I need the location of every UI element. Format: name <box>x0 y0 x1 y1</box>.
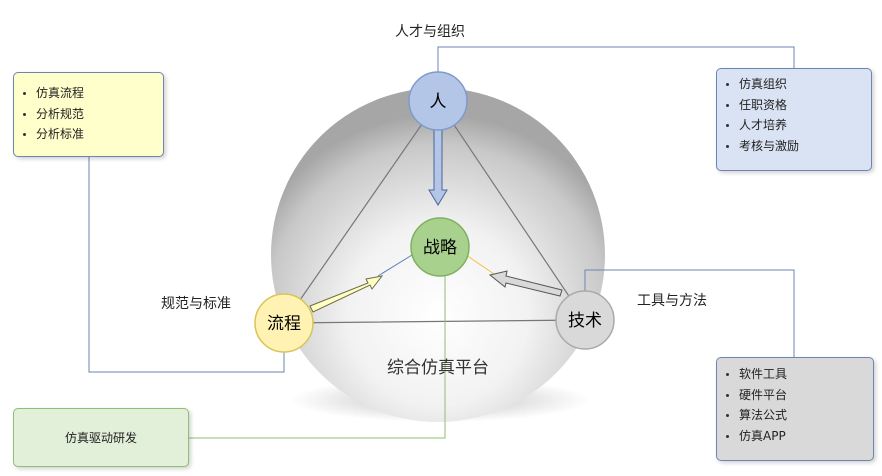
technology-box-item: 仿真APP <box>717 426 873 447</box>
node-process-label: 流程 <box>267 314 301 334</box>
connector-research <box>189 274 446 439</box>
node-technology-label: 技术 <box>568 311 602 331</box>
people-box: 仿真组织 任职资格 人才培养 考核与激励 <box>716 68 872 171</box>
node-process[interactable]: 流程 <box>254 293 314 353</box>
arrow-people-to-strategy <box>428 125 448 206</box>
node-strategy-label: 战略 <box>423 238 457 258</box>
strategy-process-line <box>377 254 413 277</box>
triangle-outline <box>282 99 587 324</box>
process-caption: 规范与标准 <box>161 296 231 312</box>
node-strategy[interactable]: 战略 <box>410 217 470 277</box>
research-box-label: 仿真驱动研发 <box>64 431 137 445</box>
people-box-item: 任职资格 <box>717 95 871 116</box>
technology-caption: 工具与方法 <box>637 293 707 309</box>
strategy-technology-line <box>465 254 498 277</box>
platform-label: 综合仿真平台 <box>387 358 489 378</box>
connector-process <box>88 157 285 373</box>
node-people-label: 人 <box>430 92 447 112</box>
people-box-item: 考核与激励 <box>717 136 871 157</box>
node-technology[interactable]: 技术 <box>555 290 615 350</box>
process-box: 仿真流程 分析规范 分析标准 <box>13 72 164 157</box>
people-box-item: 仿真组织 <box>717 74 871 95</box>
technology-box: 软件工具 硬件平台 算法公式 仿真APP <box>716 357 874 461</box>
process-box-item: 分析标准 <box>14 124 163 145</box>
connector-people <box>437 46 795 73</box>
technology-box-item: 软件工具 <box>717 364 873 385</box>
arrow-technology-to-strategy <box>488 270 563 297</box>
connector-technology <box>584 269 795 357</box>
research-box: 仿真驱动研发 <box>13 408 189 467</box>
process-box-item: 分析规范 <box>14 104 163 125</box>
node-people[interactable]: 人 <box>408 71 468 131</box>
arrow-process-to-strategy <box>309 275 384 313</box>
technology-box-item: 硬件平台 <box>717 385 873 406</box>
people-caption: 人才与组织 <box>395 24 465 40</box>
process-box-item: 仿真流程 <box>14 83 163 104</box>
people-box-item: 人才培养 <box>717 115 871 136</box>
technology-box-item: 算法公式 <box>717 405 873 426</box>
